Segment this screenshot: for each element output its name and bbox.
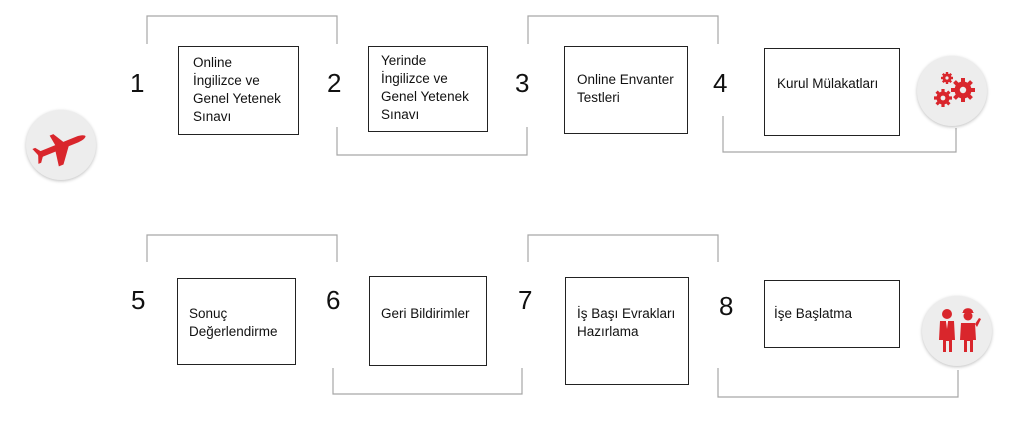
step-box-7: İş Başı Evrakları Hazırlama [565,277,689,385]
connector-8-icon [717,368,959,398]
connector-7-8 [527,234,719,262]
step-box-4: Kurul Mülakatları [764,48,900,136]
step-number-8: 8 [719,291,734,321]
step-label-3: Online Envanter Testleri [577,72,674,105]
workers-icon [922,296,992,366]
connector-4-icon [722,116,957,153]
connector-6-7 [332,368,523,395]
step-number-1: 1 [130,68,145,98]
step-box-3: Online Envanter Testleri [564,46,688,134]
step-label-5: Sonuç Değerlendirme [189,306,278,339]
connector-3-4 [527,15,719,44]
step-label-1: Online İngilizce ve Genel Yetenek Sınavı [193,55,281,124]
step-box-1: Online İngilizce ve Genel Yetenek Sınavı [178,46,299,135]
step-label-4: Kurul Mülakatları [777,76,879,91]
step-number-5: 5 [131,285,146,315]
airplane-icon [26,110,96,180]
step-box-5: Sonuç Değerlendirme [177,278,296,365]
step-box-8: İşe Başlatma [764,280,900,348]
step-number-6: 6 [326,285,341,315]
step-number-3: 3 [515,68,530,98]
step-number-7: 7 [518,285,533,315]
step-box-2: Yerinde İngilizce ve Genel Yetenek Sınav… [368,46,488,132]
step-number-2: 2 [327,68,342,98]
step-label-8: İşe Başlatma [774,306,853,321]
step-label-2: Yerinde İngilizce ve Genel Yetenek Sınav… [381,53,469,122]
step-label-7: İş Başı Evrakları Hazırlama [577,306,676,339]
connector-5-6 [146,234,338,262]
step-number-4: 4 [713,68,728,98]
connector-1-2 [146,15,338,44]
step-label-6: Geri Bildirimler [381,306,470,321]
connector-2-3 [336,127,528,156]
step-box-6: Geri Bildirimler [369,276,487,366]
gears-icon [917,56,987,126]
